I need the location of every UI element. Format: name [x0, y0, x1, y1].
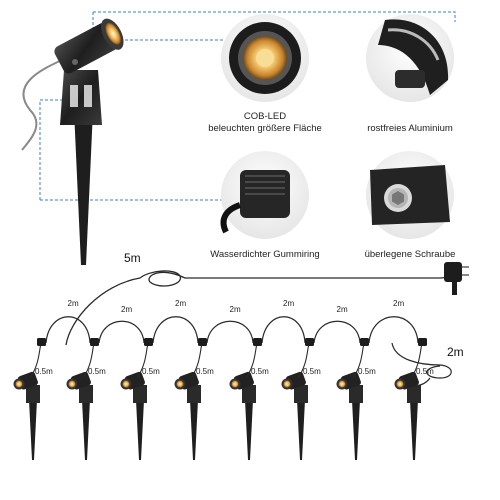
segment-length: 2m: [175, 299, 186, 308]
spotlight-icon: 0.5m: [336, 338, 376, 460]
gummiring-detail-icon: [220, 151, 309, 239]
spotlight-main-icon: [21, 18, 124, 265]
aluminium-detail-icon: [366, 14, 454, 102]
segment-length: 2m: [68, 299, 79, 308]
segment-length: 2m: [230, 305, 241, 314]
end-cable-length: 2m: [447, 345, 464, 359]
plug-icon: [444, 262, 469, 295]
segment-length: 2m: [337, 305, 348, 314]
aluminium-label: rostfreies Aluminium: [367, 123, 453, 134]
spotlight-icon: 0.5m: [13, 338, 53, 460]
cob-led-sublabel: beleuchten größere Fläche: [208, 123, 322, 134]
cob-led-label: COB-LED: [244, 111, 286, 122]
lamp-lead-length: 0.5m: [196, 367, 214, 376]
lamp-lead-length: 0.5m: [251, 367, 269, 376]
spotlight-icon: 0.5m: [281, 338, 321, 460]
segment-length: 2m: [121, 305, 132, 314]
schraube-label: überlegene Schraube: [365, 249, 456, 260]
spotlight-icon: 0.5m: [66, 338, 106, 460]
lamp-lead-length: 0.5m: [142, 367, 160, 376]
spotlight-icon: 0.5m: [174, 338, 214, 460]
lamp-row: 0.5m 2m 0.5m 2m 0.5m 2m 0.5m 2m 0.5m 2m 0.5m 2m 0.5m…: [13, 299, 434, 460]
gummiring-label: Wasserdichter Gummiring: [210, 249, 319, 260]
lamp-lead-length: 0.5m: [35, 367, 53, 376]
segment-length: 2m: [283, 299, 294, 308]
cob-led-detail-icon: [221, 14, 309, 102]
chain-cables: [45, 316, 419, 344]
spotlight-icon: 0.5m: [229, 338, 269, 460]
lamp-lead-length: 0.5m: [88, 367, 106, 376]
main-cable-length: 5m: [124, 251, 141, 265]
segment-length: 2m: [393, 299, 404, 308]
lamp-lead-length: 0.5m: [416, 367, 434, 376]
lamp-lead-length: 0.5m: [358, 367, 376, 376]
dashed-connectors: [39, 11, 456, 201]
schraube-detail-icon: [366, 151, 454, 239]
lamp-lead-length: 0.5m: [303, 367, 321, 376]
spotlight-icon: 0.5m: [120, 338, 160, 460]
spotlight-icon: 0.5m: [394, 338, 434, 460]
